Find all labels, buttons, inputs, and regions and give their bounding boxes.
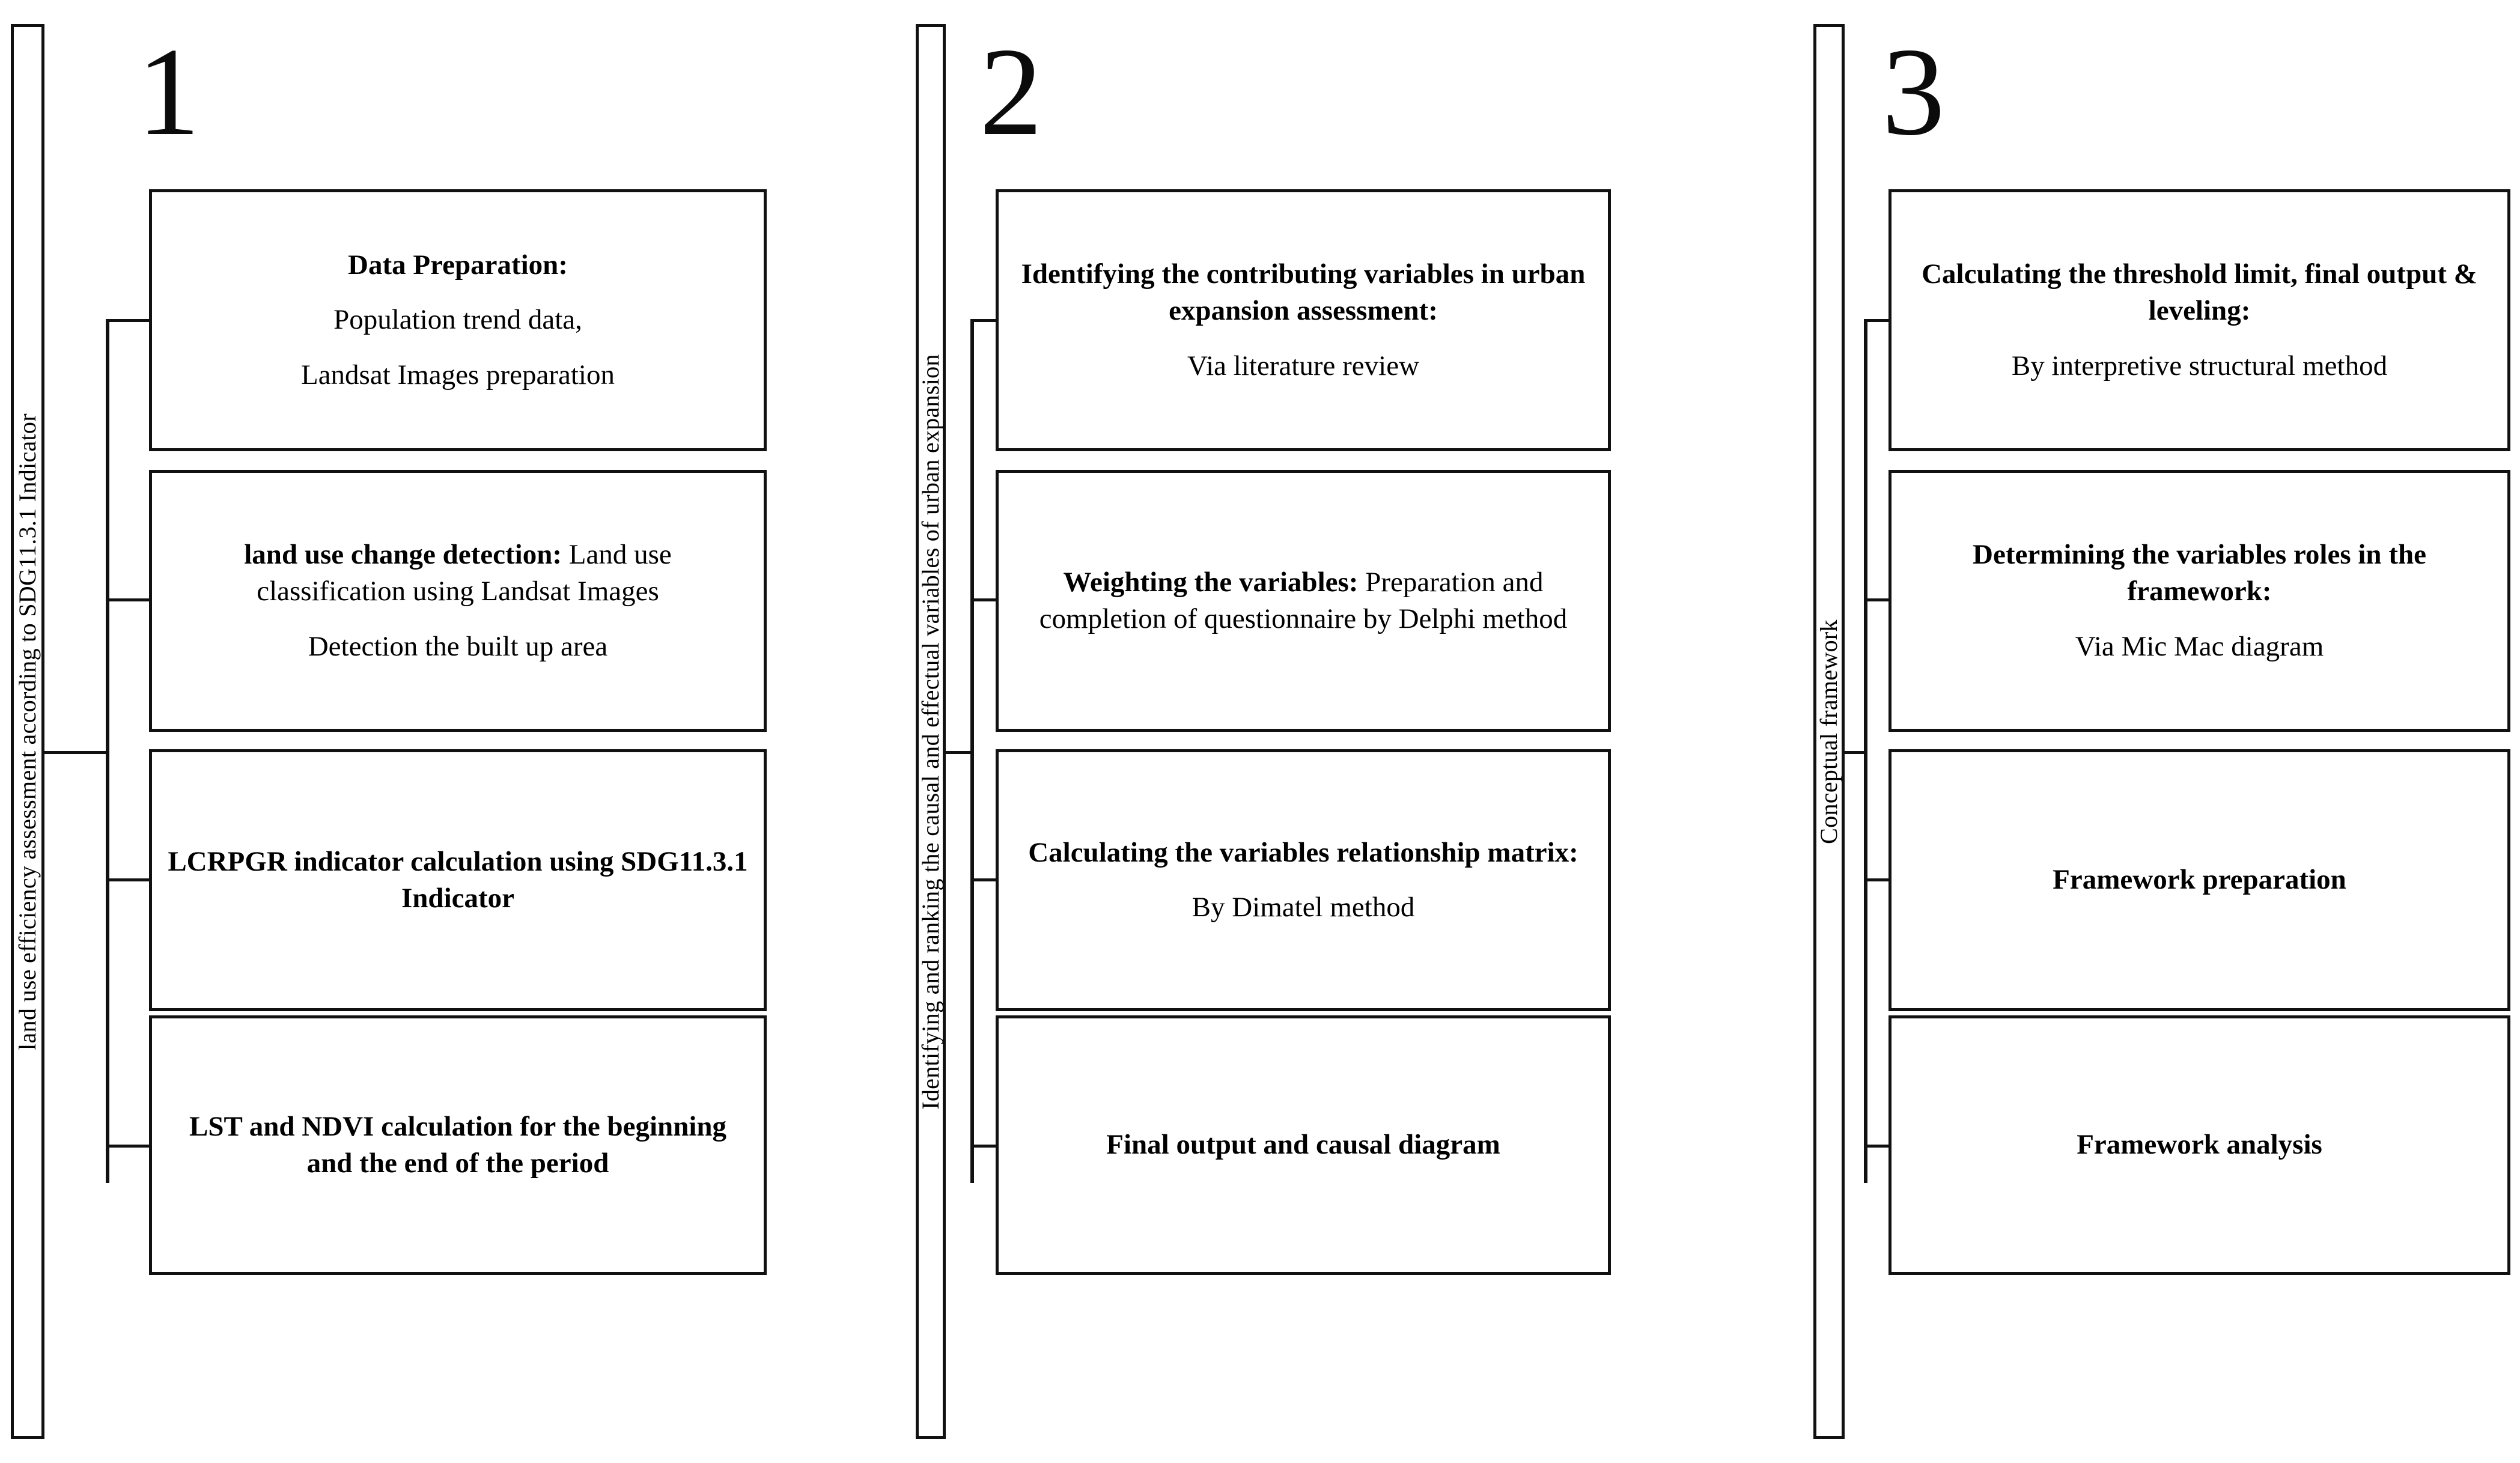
- stage-2-step-1-heading: Identifying the contributing variables i…: [1021, 258, 1586, 327]
- stage-2-axis-label-bar: Identifying and ranking the causal and e…: [916, 24, 946, 1439]
- stage-1-step-2-box[interactable]: land use change detection: Land use clas…: [149, 470, 767, 732]
- stage-1-step-2-heading-line: land use change detection: Land use clas…: [168, 537, 748, 610]
- stage-3-step-1-heading: Calculating the threshold limit, final o…: [1922, 258, 2477, 327]
- stage-2-trunk-connector: [946, 751, 974, 754]
- stage-1-step-1-heading: Data Preparation:: [348, 249, 568, 281]
- stage-2-stub-3: [970, 878, 999, 881]
- stage-2-axis-label-text: Identifying and ranking the causal and e…: [917, 353, 944, 1110]
- stage-3-spine-connector: [1864, 319, 1867, 1183]
- stage-1-step-2-line-1: Detection the built up area: [308, 630, 608, 662]
- stage-1-trunk-connector: [44, 751, 109, 754]
- stage-2-stub-4: [970, 1145, 999, 1148]
- stage-3-stub-4: [1864, 1145, 1892, 1148]
- stage-3-axis-label-bar: Conceptual framework: [1813, 24, 1845, 1439]
- stage-1-step-4-box[interactable]: LST and NDVI calculation for the beginni…: [149, 1015, 767, 1275]
- stage-3-trunk-connector: [1845, 751, 1867, 754]
- stage-1-step-3-heading: LCRPGR indicator calculation using SDG11…: [168, 845, 748, 914]
- stage-1-stub-1: [106, 319, 153, 322]
- stage-1-step-1-line-2: Landsat Images preparation: [300, 359, 615, 391]
- stage-3-stub-3: [1864, 878, 1892, 881]
- stage-2-step-2-heading-rest: Preparation and completion of questionna…: [1039, 566, 1568, 634]
- stage-3-number: 3: [1882, 22, 1945, 162]
- stage-2-step-1-box[interactable]: Identifying the contributing variables i…: [996, 189, 1611, 451]
- stage-2-step-2-box[interactable]: Weighting the variables: Preparation and…: [996, 470, 1611, 732]
- stage-1-step-1-line-1: Population trend data,: [333, 304, 582, 336]
- stage-1-stub-4: [106, 1145, 153, 1148]
- stage-1-step-1-box[interactable]: Data Preparation: Population trend data,…: [149, 189, 767, 451]
- stage-3-step-4-heading: Framework analysis: [2077, 1129, 2322, 1161]
- stage-2-number: 2: [979, 22, 1042, 162]
- stage-1-axis-label-bar: land use efficiency assessment according…: [11, 24, 44, 1439]
- stage-1-stub-2: [106, 598, 153, 601]
- stage-2-step-2-heading: Weighting the variables:: [1063, 566, 1359, 598]
- stage-3-step-3-box[interactable]: Framework preparation: [1888, 749, 2510, 1011]
- stage-2-step-3-line-1: By Dimatel method: [1192, 892, 1415, 923]
- stage-2-step-4-heading: Final output and causal diagram: [1106, 1129, 1500, 1161]
- stage-3-step-1-line-1: By interpretive structural method: [2011, 350, 2388, 382]
- stage-2-spine-connector: [970, 319, 974, 1183]
- stage-1-step-4-heading: LST and NDVI calculation for the beginni…: [189, 1110, 727, 1179]
- stage-3-step-2-line-1: Via Mic Mac diagram: [2075, 630, 2324, 662]
- stage-1-step-2-heading: land use change detection:: [244, 539, 562, 571]
- stage-1-step-3-box[interactable]: LCRPGR indicator calculation using SDG11…: [149, 749, 767, 1011]
- stage-1-number: 1: [137, 22, 200, 162]
- stage-3-stub-2: [1864, 598, 1892, 601]
- stage-2-stub-2: [970, 598, 999, 601]
- stage-3-step-2-box[interactable]: Determining the variables roles in the f…: [1888, 470, 2510, 732]
- stage-1-spine-connector: [106, 319, 109, 1183]
- stage-2-step-4-box[interactable]: Final output and causal diagram: [996, 1015, 1611, 1275]
- stage-2-stub-1: [970, 319, 999, 322]
- stage-1-axis-label-text: land use efficiency assessment according…: [14, 413, 41, 1050]
- stage-3-step-3-heading: Framework preparation: [2053, 864, 2346, 896]
- stage-2-step-3-box[interactable]: Calculating the variables relationship m…: [996, 749, 1611, 1011]
- stage-2-step-3-heading: Calculating the variables relationship m…: [1028, 836, 1578, 868]
- stage-3-step-1-box[interactable]: Calculating the threshold limit, final o…: [1888, 189, 2510, 451]
- stage-3-step-2-heading: Determining the variables roles in the f…: [1973, 539, 2426, 607]
- stage-1-stub-3: [106, 878, 153, 881]
- stage-3-axis-label-text: Conceptual framework: [1815, 619, 1842, 844]
- stage-2-step-2-heading-line: Weighting the variables: Preparation and…: [1014, 564, 1592, 637]
- stage-1-step-2-heading-rest: Land use classification using Landsat Im…: [257, 539, 672, 607]
- stage-2-step-1-line-1: Via literature review: [1187, 350, 1420, 382]
- stage-3-step-4-box[interactable]: Framework analysis: [1888, 1015, 2510, 1275]
- stage-3-stub-1: [1864, 319, 1892, 322]
